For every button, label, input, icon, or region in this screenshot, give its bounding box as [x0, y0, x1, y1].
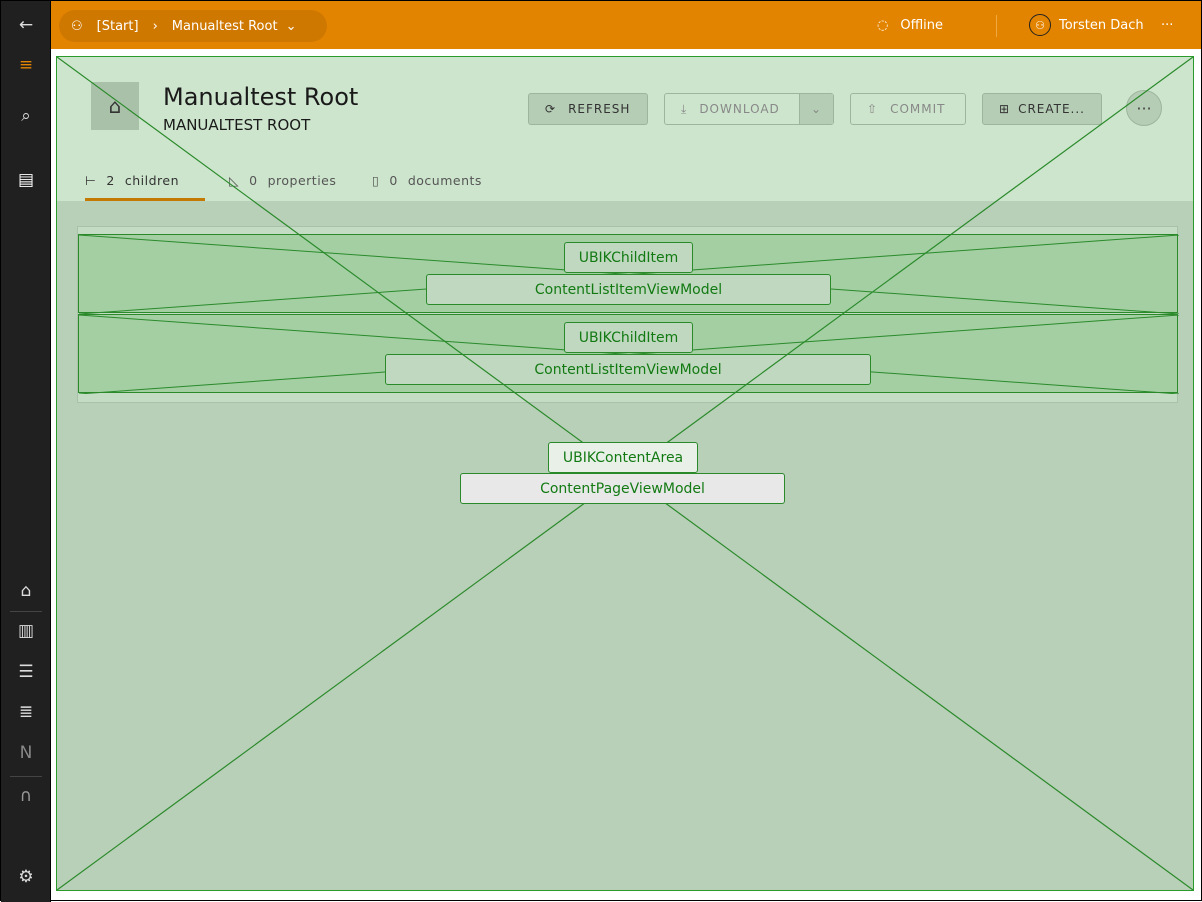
headset-icon[interactable]: ∩ — [19, 786, 33, 806]
item-type-label: UBIKChildItem — [564, 242, 693, 273]
download-dropdown-chevron-icon[interactable]: ⌄ — [799, 94, 833, 124]
create-icon: ⊞ — [999, 102, 1011, 116]
create-button[interactable]: ⊞CREATE... — [982, 93, 1102, 125]
page-header: ⌂ Manualtest Root MANUALTEST ROOT ⟳REFRE… — [57, 57, 1193, 201]
chevron-down-icon[interactable]: ⌄ — [285, 18, 297, 34]
breadcrumb-start[interactable]: [Start] — [96, 18, 139, 34]
list-item[interactable]: UBIKChildItem ContentListItemViewModel — [78, 314, 1179, 394]
content-page: ⌂ Manualtest Root MANUALTEST ROOT ⟳REFRE… — [56, 56, 1194, 891]
download-icon: ⤓ — [681, 101, 688, 116]
map-icon[interactable]: ▥ — [17, 621, 35, 641]
back-icon[interactable]: ← — [18, 15, 34, 35]
tree-icon: ⊢ — [85, 173, 97, 188]
cloud-upload-icon: ⇧ — [867, 102, 879, 116]
properties-icon: ◺ — [229, 173, 240, 188]
active-tab-indicator — [85, 198, 205, 201]
nfc-icon[interactable]: N — [19, 743, 33, 763]
item-viewmodel-label: ContentListItemViewModel — [426, 274, 831, 305]
search-icon[interactable]: ⌕ — [21, 106, 31, 126]
document-icon: ▯ — [372, 173, 380, 188]
cards-icon[interactable]: ☰ — [18, 662, 34, 682]
object-icon: ⌂ — [91, 82, 139, 130]
content-type-label: UBIKContentArea — [548, 442, 698, 473]
download-button[interactable]: ⤓DOWNLOAD ⌄ — [664, 93, 834, 125]
gear-icon[interactable]: ⚙ — [18, 867, 34, 887]
sidebar: ← ≡ ⌕ ▤ ⌂ ▥ ☰ ≣ N ∩ ⚙ — [1, 1, 51, 902]
list-item[interactable]: UBIKChildItem ContentListItemViewModel — [78, 234, 1179, 314]
status-text: Offline — [900, 17, 943, 33]
menu-icon[interactable]: ≡ — [18, 55, 34, 75]
offline-icon: ◌ — [877, 17, 889, 33]
server-icon[interactable]: ≣ — [18, 702, 34, 722]
item-viewmodel-label: ContentListItemViewModel — [385, 354, 871, 385]
breadcrumb[interactable]: ⚇ [Start] › Manualtest Root ⌄ — [59, 10, 327, 42]
more-button[interactable]: ··· — [1161, 17, 1174, 33]
user-menu[interactable]: ⚇ Torsten Dach — [1029, 1, 1144, 49]
breadcrumb-current[interactable]: Manualtest Root — [171, 18, 278, 34]
page-title: Manualtest Root — [163, 83, 359, 111]
refresh-button[interactable]: ⟳REFRESH — [528, 93, 648, 125]
children-list: UBIKChildItem ContentListItemViewModel U… — [77, 226, 1179, 403]
avatar: ⚇ — [1029, 14, 1051, 36]
commit-button: ⇧COMMIT — [850, 93, 966, 125]
page-subtitle: MANUALTEST ROOT — [163, 116, 311, 134]
refresh-icon: ⟳ — [545, 102, 557, 116]
status-indicator: ◌ Offline — [877, 1, 943, 49]
more-actions-button[interactable]: ··· — [1126, 90, 1162, 126]
home-icon[interactable]: ⌂ — [20, 581, 32, 601]
chevron-right-icon: › — [152, 18, 158, 34]
item-type-label: UBIKChildItem — [564, 322, 693, 353]
content-icon[interactable]: ▤ — [17, 170, 35, 190]
user-icon: ⚇ — [71, 18, 83, 34]
top-bar: ⚇ [Start] › Manualtest Root ⌄ ◌ Offline … — [51, 1, 1201, 49]
content-viewmodel-label: ContentPageViewModel — [460, 473, 785, 504]
user-name: Torsten Dach — [1059, 17, 1144, 33]
